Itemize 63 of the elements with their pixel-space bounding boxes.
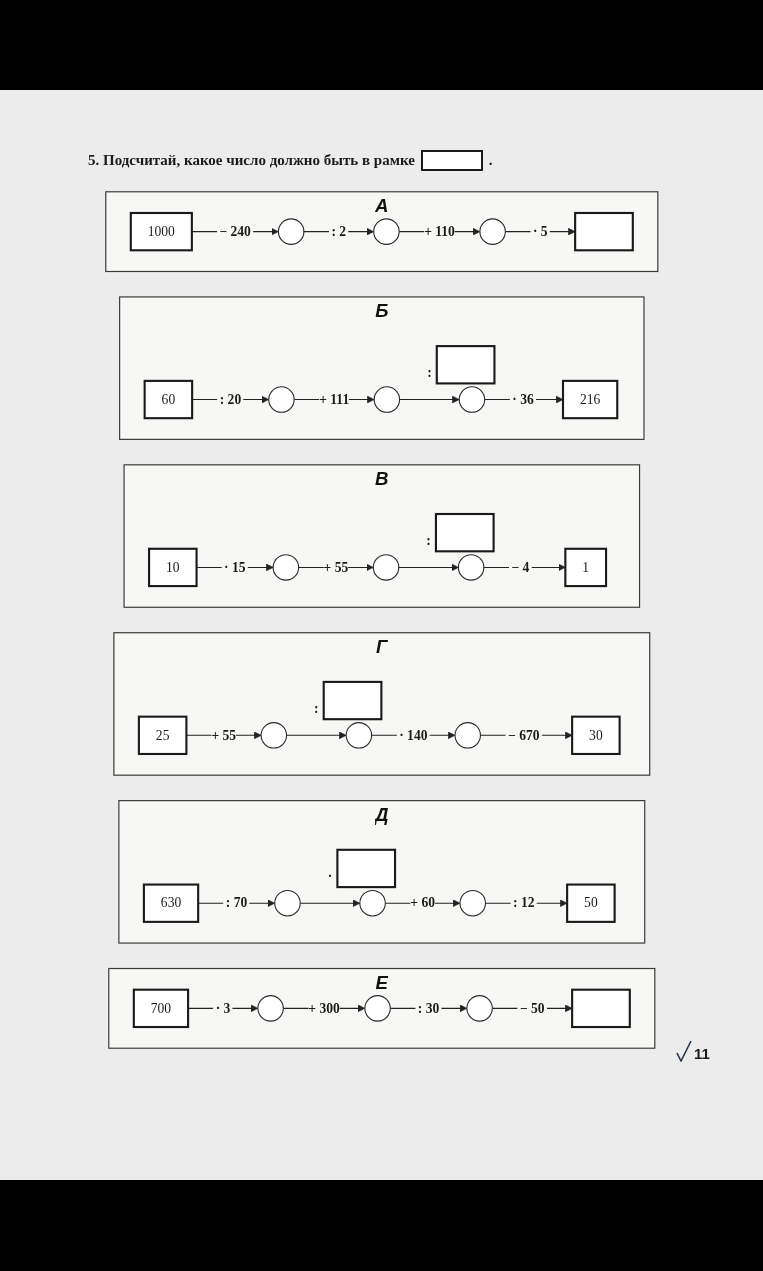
edge-label: + 55: [211, 727, 236, 743]
node-box: 25: [137, 715, 188, 756]
node-box: 630: [142, 883, 199, 923]
edge-label: + 300: [308, 1000, 340, 1016]
edge-label: + 55: [323, 559, 348, 575]
edge-label: :: [426, 533, 431, 548]
edge-label: − 4: [511, 559, 529, 575]
edge-label: :: [313, 701, 319, 716]
node-circle: [359, 889, 386, 917]
node-box: 10: [147, 547, 198, 588]
edge-label: ·: [327, 869, 332, 884]
node-circle: [458, 386, 485, 413]
node-circle: [277, 218, 305, 245]
arrow: [303, 227, 374, 236]
edge-label: : 30: [417, 1000, 440, 1016]
edge-label: − 50: [519, 1000, 545, 1016]
full-stop: .: [488, 152, 493, 169]
edge-label: + 110: [423, 224, 455, 239]
node-circle: [479, 218, 506, 245]
node-box: [435, 345, 496, 385]
heading: 5. Подсчитай, какое число должно быть в рамке: [88, 152, 415, 169]
edge-label: :: [426, 365, 432, 381]
edge-label: − 240: [219, 224, 251, 239]
node-box: 1: [564, 547, 607, 588]
node-circle: [272, 554, 299, 581]
node-circle: [345, 722, 372, 749]
edge-label: · 140: [398, 727, 428, 743]
node-circle: [373, 386, 400, 413]
edge-label: · 5: [532, 224, 548, 239]
edge-label: : 20: [219, 391, 241, 407]
node-circle: [459, 889, 486, 917]
node-box: [434, 512, 495, 553]
edge-label: : 2: [331, 224, 346, 239]
node-circle: [267, 386, 295, 413]
node-circle: [364, 995, 391, 1022]
edge-label: · 3: [215, 1000, 231, 1016]
node-circle: [457, 554, 485, 581]
node-box: [573, 211, 634, 252]
node-box: 700: [132, 988, 189, 1029]
arrow: [299, 899, 360, 907]
edge-label: + 111: [318, 391, 349, 407]
node-box: 60: [143, 379, 193, 420]
node-box: [336, 848, 396, 889]
node-box: [570, 988, 631, 1029]
node-box: 50: [565, 883, 616, 923]
edge-label: · 36: [511, 391, 534, 407]
node-box: 30: [570, 715, 621, 756]
node-circle: [372, 554, 399, 581]
node-circle: [260, 722, 287, 749]
node-circle: [454, 722, 481, 749]
node-box: [322, 680, 383, 721]
node-box: 1000: [129, 211, 193, 252]
edge-label: − 670: [507, 727, 540, 743]
edge-label: + 60: [409, 895, 435, 910]
node-box: 216: [561, 379, 618, 420]
edge-label: : 12: [512, 895, 535, 910]
node-circle: [273, 889, 301, 917]
node-circle: [257, 995, 284, 1022]
edge-label: : 70: [225, 895, 247, 910]
node-circle: [372, 218, 400, 245]
edge-label: · 15: [223, 559, 246, 575]
page-number: 11: [694, 1045, 710, 1062]
node-circle: [466, 995, 493, 1022]
